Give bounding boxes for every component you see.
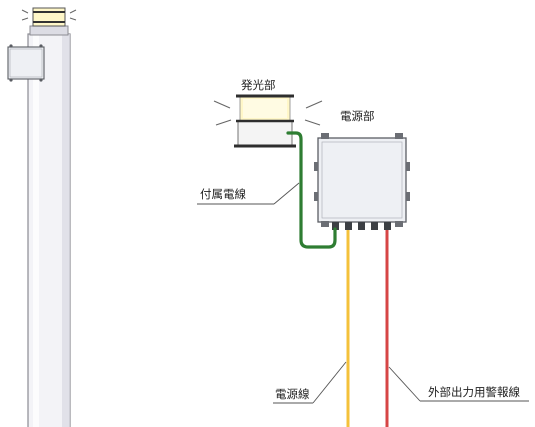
power-cable-label: 電源線 [275, 387, 310, 401]
supplied-cable-leader [273, 182, 300, 205]
power-cable-leader [312, 361, 347, 404]
power-unit [314, 133, 410, 230]
pole-cap [29, 25, 69, 36]
green-supplied-cable [286, 131, 337, 249]
pole-assembly [7, 7, 77, 427]
supplied-cable-label: 付属電線 [200, 187, 246, 201]
power-unit-label: 電源部 [340, 109, 375, 123]
light-unit-label: 発光部 [241, 78, 276, 92]
pole-power-box [7, 44, 45, 82]
light-unit [213, 94, 323, 148]
alarm-cable-leader [388, 366, 421, 402]
pole-light-icon [21, 7, 77, 27]
alarm-cable-label: 外部出力用警報線 [428, 385, 520, 399]
